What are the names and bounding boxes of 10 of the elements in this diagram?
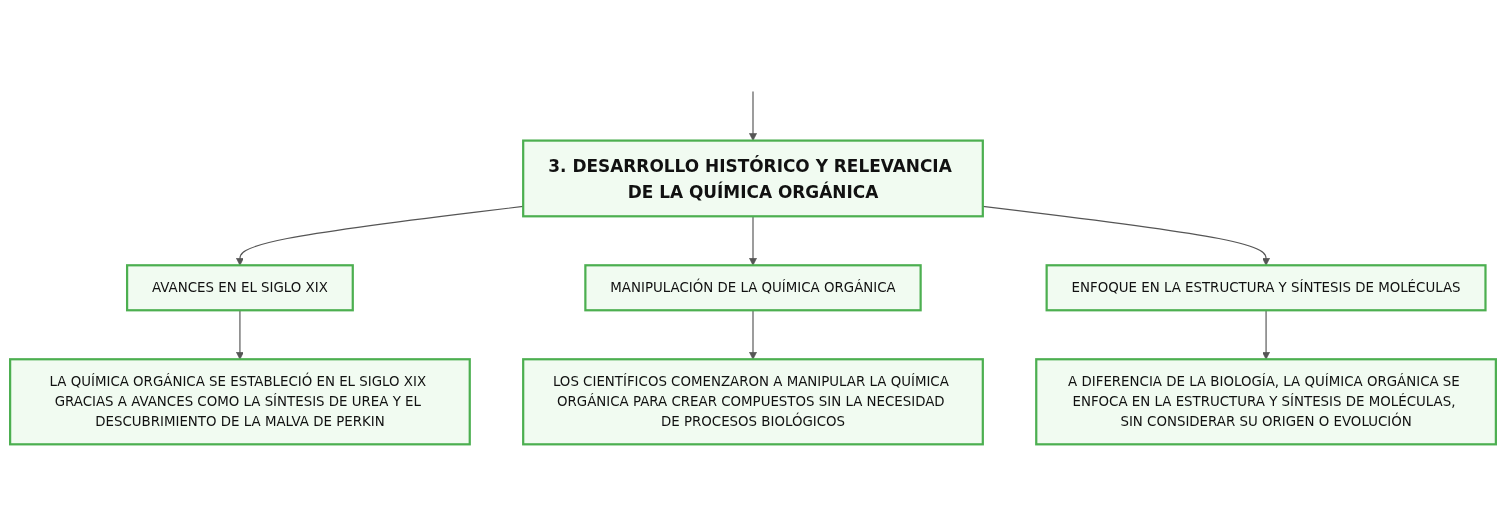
node-box: A DIFERENCIA DE LA BIOLOGÍA, LA QUÍMICA ORGÁNICA SE ENFOCA EN LA ESTRUCTURA Y SÍNTESIS DE MOLÉCULAS, SIN CONSIDERAR SU ORIGEN O EVOLUCIÓN — [1035, 358, 1497, 446]
arrow — [982, 206, 1270, 266]
node-box: MANIPULACIÓN DE LA QUÍMICA ORGÁNICA — [584, 264, 922, 312]
arrow — [236, 206, 524, 266]
node-box: 3. DESARROLLO HISTÓRICO Y RELEVANCIA DE LA QUÍMICA ORGÁNICA — [522, 139, 984, 218]
node-box: AVANCES EN EL SIGLO XIX — [126, 264, 354, 312]
node-box: LA QUÍMICA ORGÁNICA SE ESTABLECIÓ EN EL SIGLO XIX GRACIAS A AVANCES COMO LA SÍNTESIS DE UREA Y EL DESCUBRIMIENTO DE LA MALVA DE PERKIN — [9, 358, 471, 446]
node-box: ENFOQUE EN LA ESTRUCTURA Y SÍNTESIS DE MOLÉCULAS — [1045, 264, 1487, 312]
arrow — [749, 216, 757, 266]
node-box: LOS CIENTÍFICOS COMENZARON A MANIPULAR LA QUÍMICA ORGÁNICA PARA CREAR COMPUESTOS SIN LA NECESIDAD DE PROCESOS BIOLÓGICOS — [522, 358, 984, 446]
